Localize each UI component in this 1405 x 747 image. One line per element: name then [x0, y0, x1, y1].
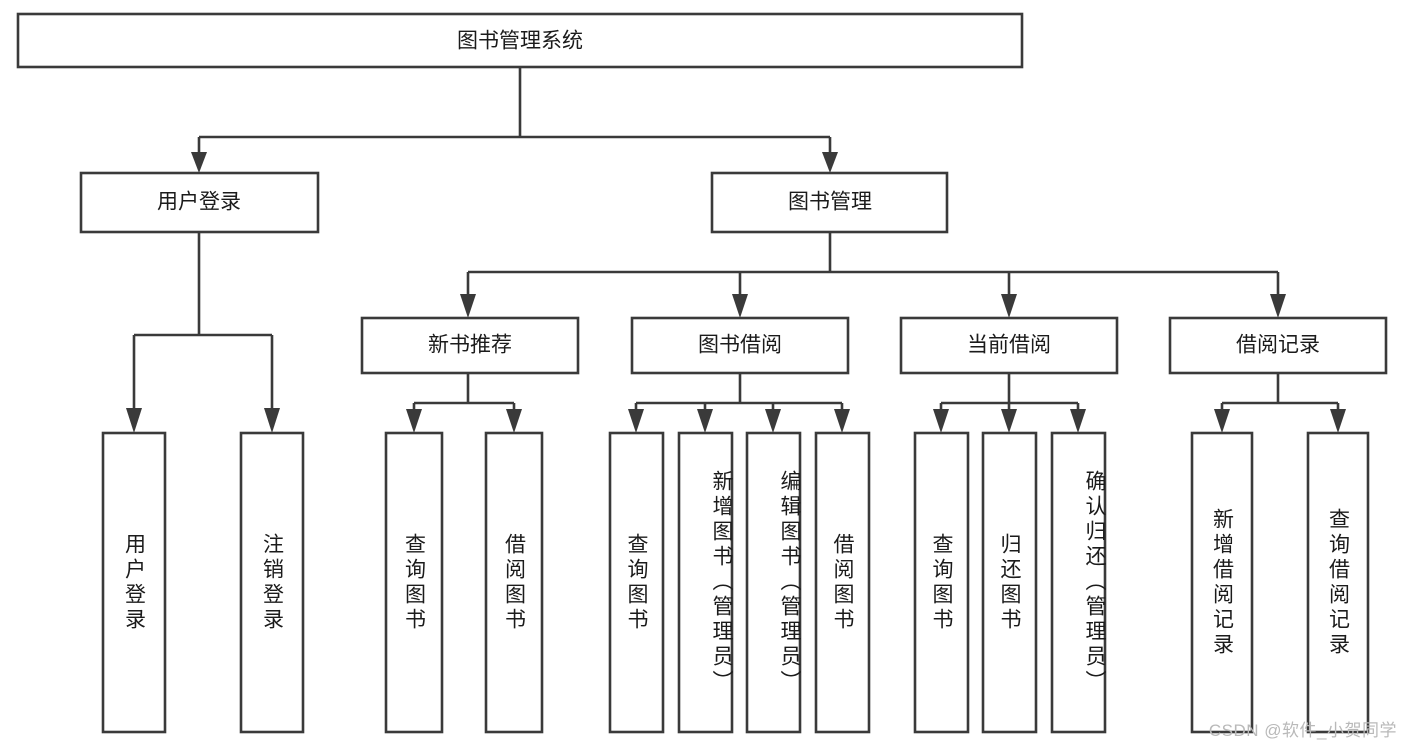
leaf-confirm-return-box[interactable] [1050, 431, 1107, 734]
node-book-borrow[interactable]: 图书借阅 [630, 316, 850, 375]
leaf-return-book-box[interactable] [981, 431, 1038, 734]
arrow-to-user-login [191, 152, 207, 173]
node-user-login-box[interactable] [79, 171, 320, 234]
node-current-borrow-label: 当前借阅 [967, 334, 1051, 357]
leaf-box-layer [101, 431, 1370, 734]
node-book-management-box[interactable] [710, 171, 949, 234]
arrow-to-leaf-borrow-book-2 [834, 409, 850, 433]
leaf-user-login-box[interactable] [101, 431, 167, 734]
node-new-book-recommend-label: 新书推荐 [428, 334, 512, 357]
arrow-to-leaf-edit-book [765, 409, 781, 433]
arrow-to-borrow-record [1270, 294, 1286, 318]
arrow-to-current-borrow [1001, 294, 1017, 318]
leaf-add-record-box[interactable] [1190, 431, 1254, 734]
arrow-to-leaf-add-book [697, 409, 713, 433]
leaf-query-book-2-box[interactable] [608, 431, 665, 734]
node-current-borrow[interactable]: 当前借阅 [899, 316, 1119, 375]
arrow-to-leaf-confirm-return [1070, 409, 1086, 433]
leaf-borrow-book-2-box[interactable] [814, 431, 871, 734]
leaf-add-book-box[interactable] [677, 431, 734, 734]
leaf-query-book-3-box[interactable] [913, 431, 970, 734]
arrow-to-leaf-query-book-2 [628, 409, 644, 433]
node-user-login-label: 用户登录 [157, 191, 241, 214]
node-root-label: 图书管理系统 [457, 30, 583, 53]
arrow-to-leaf-borrow-book-1 [506, 409, 522, 433]
node-root-box[interactable] [16, 12, 1024, 69]
arrow-to-new-book-recommend [460, 294, 476, 318]
leaf-borrow-book-1-box[interactable] [484, 431, 544, 734]
leaf-user-logout-box[interactable] [239, 431, 305, 734]
node-root[interactable]: 图书管理系统 [16, 12, 1024, 69]
arrow-to-leaf-user-logout [264, 408, 280, 433]
leaf-query-book-1-box[interactable] [384, 431, 444, 734]
arrow-to-leaf-query-book-1 [406, 409, 422, 433]
arrow-to-leaf-return-book [1001, 409, 1017, 433]
leaf-edit-book-box[interactable] [745, 431, 802, 734]
connector-layer [126, 67, 1346, 433]
csdn-watermark: CSDN @软件_小贺同学 [1208, 721, 1397, 740]
node-current-borrow-box[interactable] [899, 316, 1119, 375]
arrow-to-leaf-add-record [1214, 409, 1230, 433]
arrow-to-leaf-query-book-3 [933, 409, 949, 433]
leaf-query-record-box[interactable] [1306, 431, 1370, 734]
node-book-borrow-label: 图书借阅 [698, 334, 782, 357]
node-new-book-recommend[interactable]: 新书推荐 [360, 316, 580, 375]
arrow-to-book-borrow [732, 294, 748, 318]
node-book-management-label: 图书管理 [788, 191, 872, 214]
node-book-borrow-box[interactable] [630, 316, 850, 375]
node-borrow-record[interactable]: 借阅记录 [1168, 316, 1388, 375]
arrow-to-leaf-user-login [126, 408, 142, 433]
node-book-management[interactable]: 图书管理 [710, 171, 949, 234]
node-user-login[interactable]: 用户登录 [79, 171, 320, 234]
arrow-to-leaf-query-record [1330, 409, 1346, 433]
node-borrow-record-label: 借阅记录 [1236, 334, 1320, 357]
arrow-to-book-management [822, 152, 838, 173]
node-new-book-recommend-box[interactable] [360, 316, 580, 375]
node-borrow-record-box[interactable] [1168, 316, 1388, 375]
